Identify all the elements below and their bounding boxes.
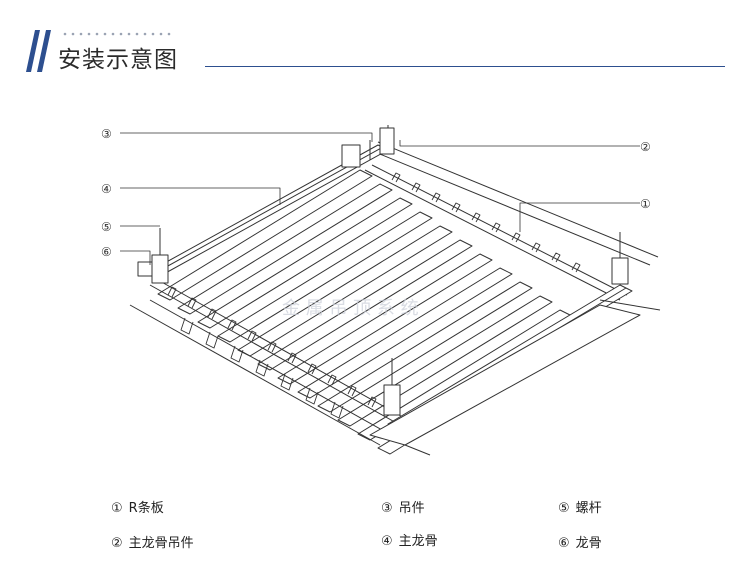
- title-dots-decoration: [63, 32, 171, 36]
- hanger-right: [611, 232, 629, 285]
- callout-label-1: ①: [640, 197, 651, 211]
- page-header: 安装示意图: [0, 0, 750, 80]
- hanger-front: [383, 358, 401, 416]
- main-channel-rear: [369, 141, 659, 266]
- callout-label-4: ④: [101, 182, 112, 196]
- callout-label-6: ⑥: [101, 245, 112, 259]
- callout-label-2: ②: [640, 140, 651, 154]
- hanger-rear: [341, 125, 395, 168]
- hanger-left: [137, 228, 169, 284]
- title-rule: [205, 66, 725, 67]
- page-title: 安装示意图: [58, 47, 178, 73]
- watermark-text: 金 属 吊 顶 系 统: [282, 298, 419, 319]
- main-channel-right: [369, 284, 661, 456]
- callout-leaders: [120, 132, 640, 265]
- carrier-rear: [364, 164, 628, 301]
- callout-label-3: ③: [101, 127, 112, 141]
- title-slash-icon: [26, 30, 51, 72]
- carrier-front: [129, 279, 409, 446]
- callout-label-5: ⑤: [101, 220, 112, 234]
